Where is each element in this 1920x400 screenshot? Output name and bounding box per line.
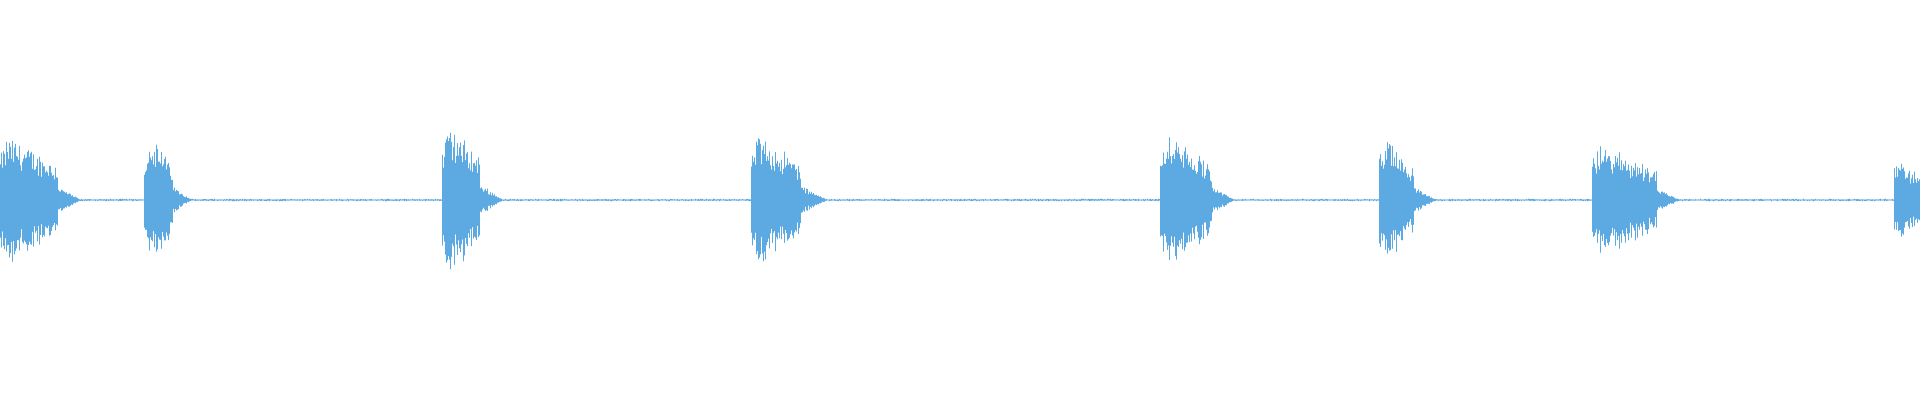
waveform-samples — [0, 132, 1920, 270]
